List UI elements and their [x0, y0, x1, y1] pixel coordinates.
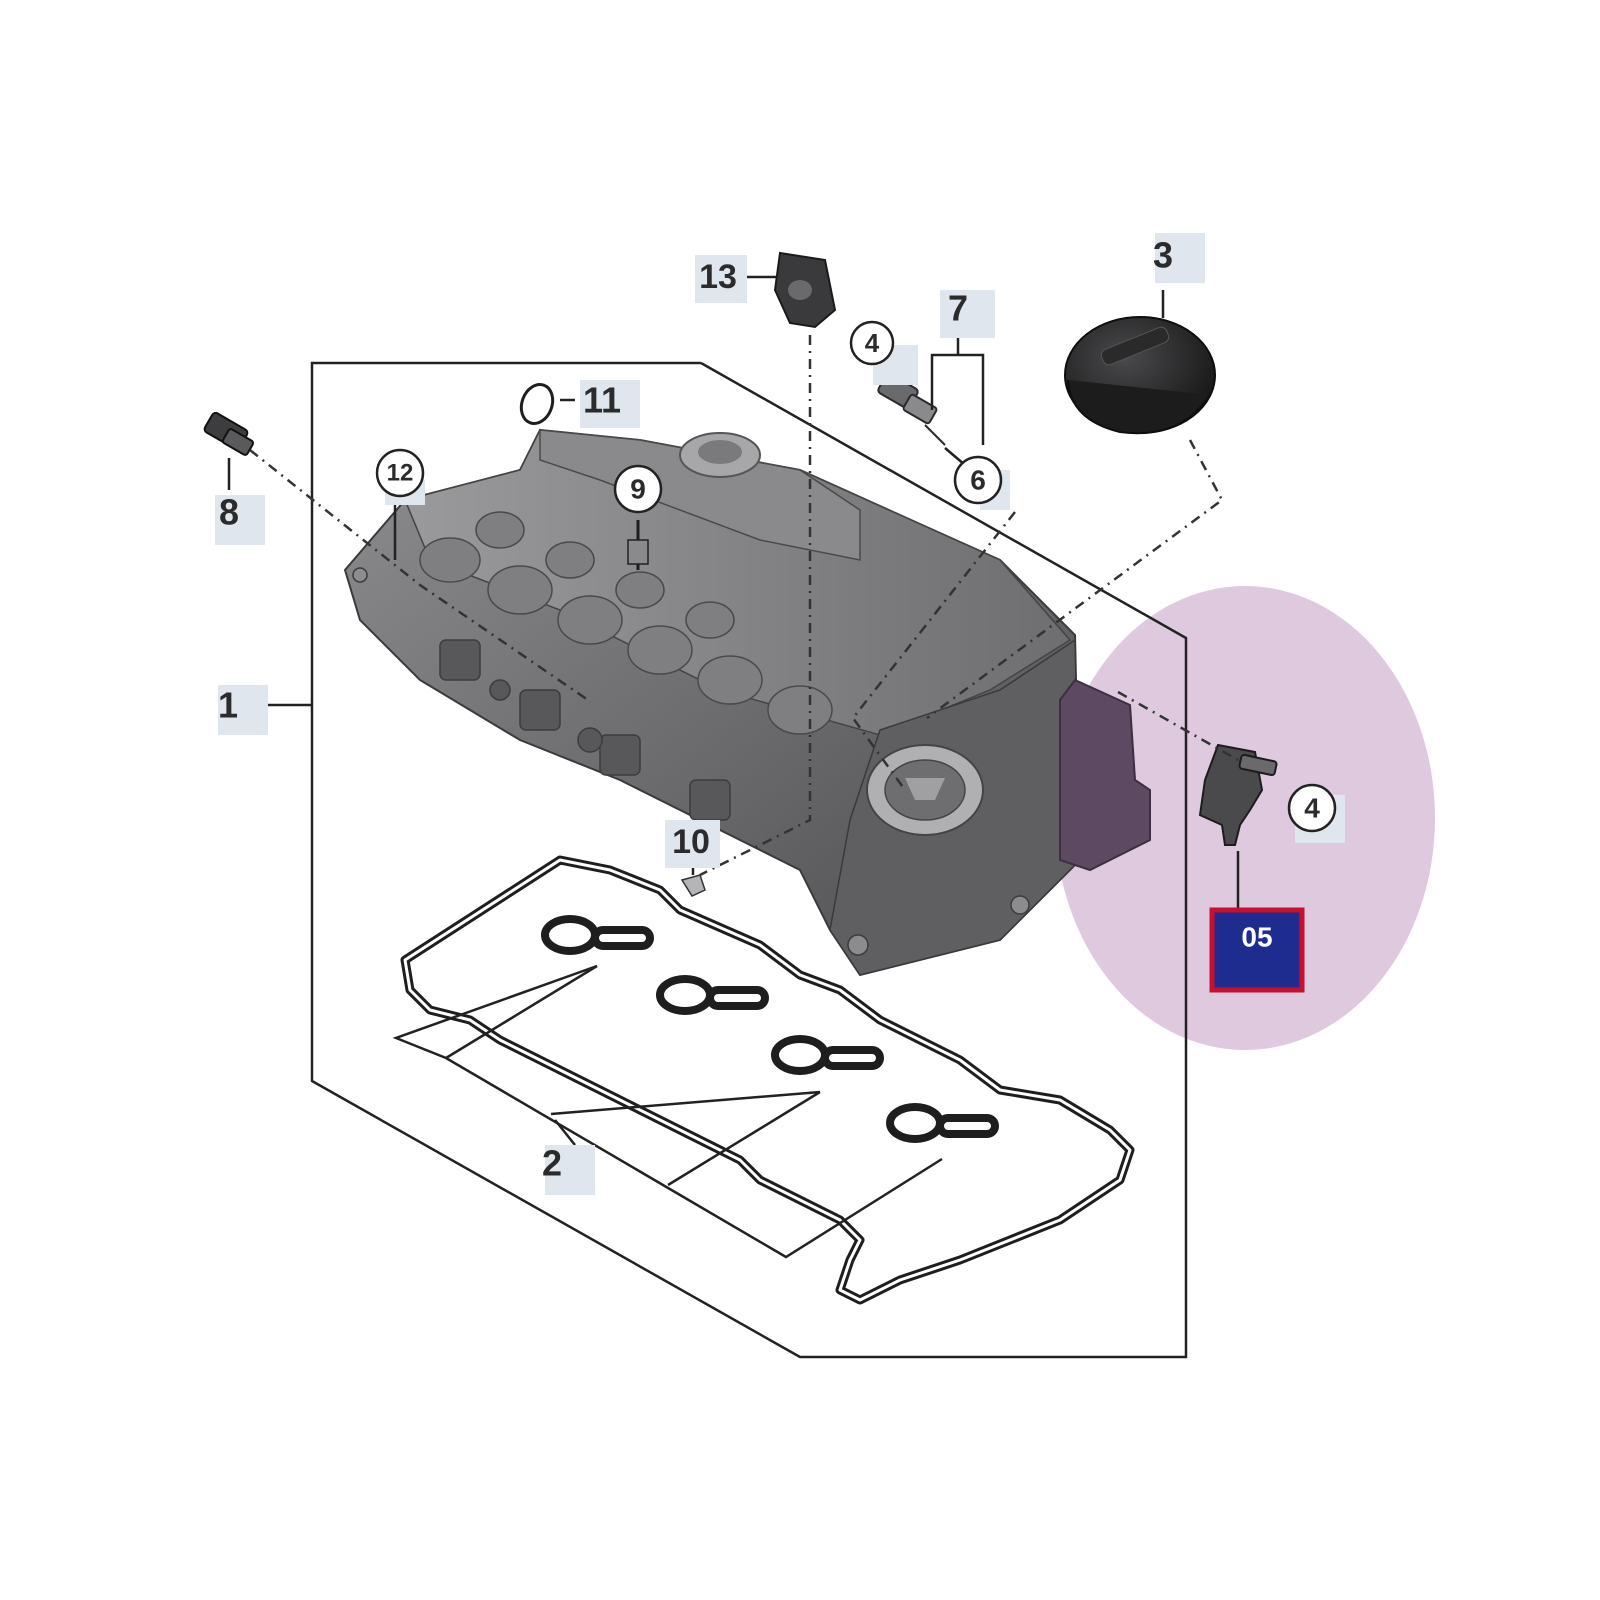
label-bg-10 [665, 820, 720, 868]
o-ring-11 [519, 383, 555, 425]
callout-8: 8 [219, 492, 239, 533]
label-bg-3 [1155, 233, 1205, 283]
bolt-9 [627, 520, 649, 570]
callout-ring-4b [1287, 783, 1337, 833]
callout-4-right: 4 [1304, 793, 1320, 824]
sensor-4-right [1198, 743, 1278, 846]
callout-7: 7 [948, 288, 968, 329]
callout-ring-12 [375, 448, 425, 498]
callout-ring-4a [849, 320, 895, 366]
callout-1: 1 [218, 685, 238, 726]
highlight-badge-05 [1209, 907, 1305, 993]
bracket-7 [930, 353, 985, 445]
label-bg-8 [215, 495, 265, 545]
callout-3: 3 [1153, 235, 1173, 276]
assembly-frame [310, 361, 1188, 1359]
callout-12: 12 [387, 460, 414, 487]
spark-plug-seals [541, 915, 999, 1143]
highlight-badge-label: 05 [1241, 922, 1272, 953]
assembly-dashed-lines [249, 335, 1239, 877]
label-bg-13 [695, 255, 747, 303]
label-bg-11 [580, 380, 640, 428]
callout-2: 2 [542, 1143, 562, 1184]
label-bg-1 [218, 685, 268, 735]
callout-ring-9 [613, 464, 663, 514]
clip-10 [680, 874, 706, 897]
callout-6: 6 [970, 465, 986, 496]
callout-9: 9 [630, 474, 646, 505]
label-bg-7 [940, 290, 995, 338]
oil-filler-cap [1064, 316, 1216, 435]
callout-10: 10 [672, 823, 710, 861]
callout-4-top: 4 [865, 328, 880, 358]
label-bg-2 [545, 1145, 595, 1195]
valve-cover-gasket [400, 855, 1135, 1305]
callout-ring-6 [953, 455, 1003, 505]
plug-8 [203, 411, 255, 456]
callout-13: 13 [699, 258, 737, 296]
callout-11: 11 [583, 380, 621, 421]
sensor-bracket-05 [1059, 678, 1151, 872]
valve-cover [343, 428, 1151, 977]
